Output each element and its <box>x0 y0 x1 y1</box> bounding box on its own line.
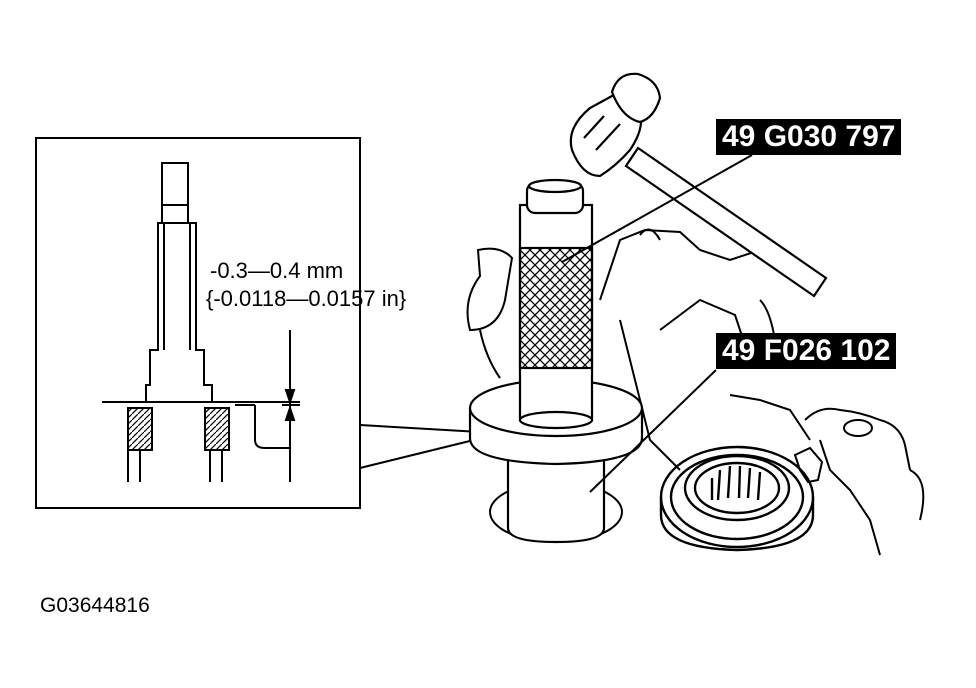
detail-seal-right <box>204 407 230 482</box>
label-leaders <box>561 154 753 493</box>
dimension-in: {-0.0118—0.0157 in} <box>206 286 407 311</box>
dimension-marker <box>282 330 300 482</box>
inset-leaders <box>359 424 483 469</box>
detail-seal-left <box>127 407 153 482</box>
installer-upper <box>518 178 594 430</box>
dimension-mm: -0.3—0.4 mm <box>210 258 344 283</box>
tool-label-upper: 49 G030 797 <box>716 119 902 155</box>
figure-id: G03644816 <box>40 594 150 617</box>
hammer <box>569 72 828 298</box>
tool-label-lower: 49 F026 102 <box>716 333 897 369</box>
clutch-drum <box>659 445 815 552</box>
detail-inset <box>35 137 361 509</box>
